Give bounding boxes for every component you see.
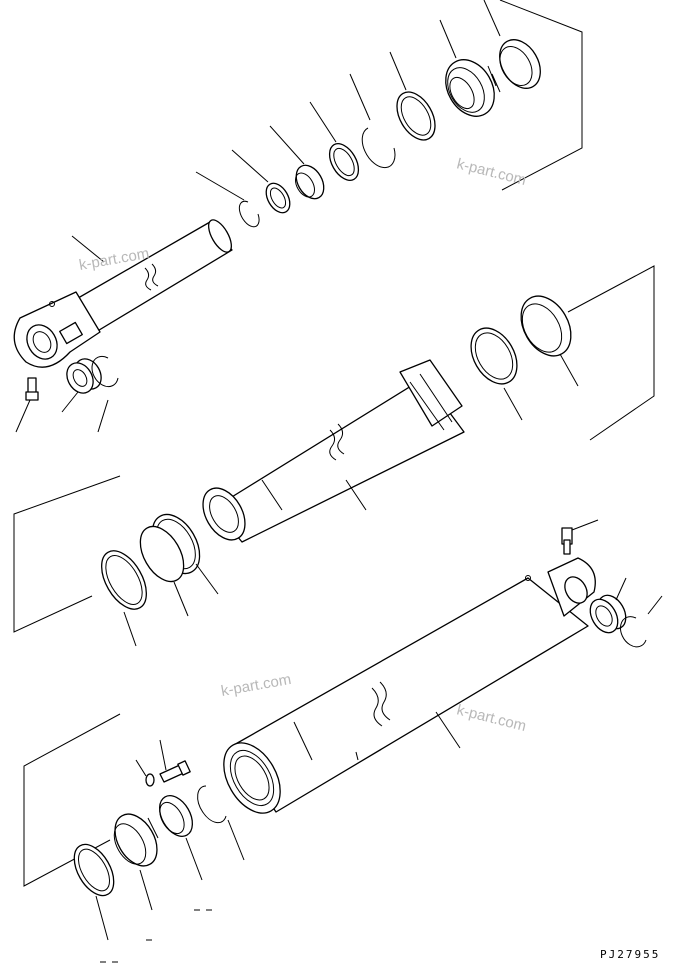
piston-rod-group <box>13 0 583 433</box>
seal-4 <box>328 143 360 181</box>
tube-seal <box>73 843 115 897</box>
watermark-3: k-part.com <box>220 671 293 700</box>
piston-rod <box>13 219 233 368</box>
snap-ring-5 <box>361 127 396 169</box>
cylinder-tube-group <box>23 519 663 963</box>
cylinder-head <box>202 359 465 543</box>
ring-2 <box>265 182 291 214</box>
tube-eye-snap-ring <box>620 595 663 648</box>
head-bushing <box>520 295 572 357</box>
rod-eye-bushing <box>61 358 102 413</box>
rod-eye-snap-ring <box>91 355 119 433</box>
head-seal-1 <box>470 327 518 385</box>
group-bracket-mid-left <box>13 475 121 633</box>
watermark-1: k-part.com <box>455 155 528 189</box>
tube-nut <box>114 813 158 867</box>
seal-6 <box>396 91 436 141</box>
tube-eye-bushing <box>589 577 627 634</box>
group-bracket-top <box>499 0 583 191</box>
group-bracket-mid-right <box>567 265 655 441</box>
tube-collar <box>158 795 194 837</box>
group-bracket-bottom <box>23 713 121 887</box>
cylinder-tube <box>223 557 596 814</box>
piston <box>439 19 501 117</box>
head-backup-ring <box>139 525 185 583</box>
head-wiper <box>101 550 147 610</box>
drawing-code: PJ27955 <box>600 948 660 961</box>
snap-ring-1 <box>238 200 260 228</box>
rod-rings <box>195 0 541 228</box>
grease-fitting-rod <box>15 377 39 433</box>
washer <box>135 759 155 787</box>
watermark-4: k-part.com <box>455 701 528 735</box>
grease-fitting-tube <box>561 519 599 555</box>
cylinder-head-group <box>13 265 655 647</box>
bolt <box>159 739 191 783</box>
leader-rod <box>71 235 105 263</box>
tube-snap-ring <box>197 785 227 824</box>
